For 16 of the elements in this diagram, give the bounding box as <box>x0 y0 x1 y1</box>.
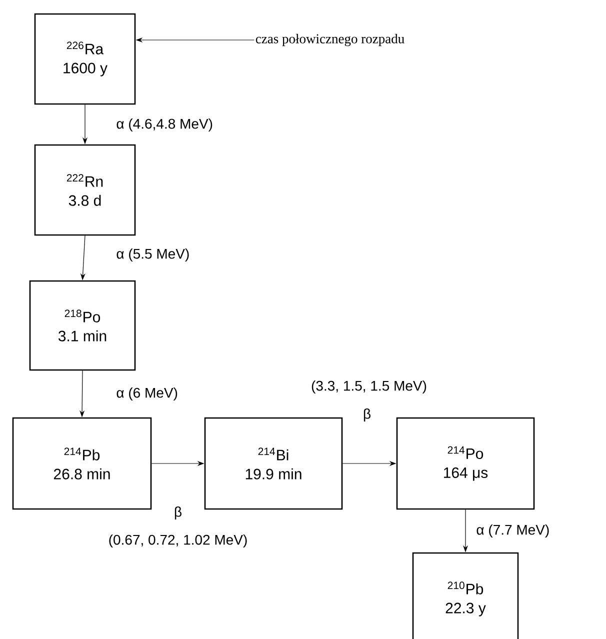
energy-label: (3.3, 1.5, 1.5 MeV) <box>312 380 426 394</box>
decay-label: β <box>364 408 370 422</box>
energy-label: (0.67, 0.72, 1.02 MeV) <box>109 534 247 548</box>
nuclide-box: $^{222}$Rn 3.8 d <box>34 144 136 236</box>
nuclide-box: $^{214}$Pb 26.8 min <box>12 417 152 510</box>
decay-label: α (6 MeV) <box>116 387 178 401</box>
nuclide-box: $^{214}$Po 164 μs <box>396 417 535 510</box>
nuclide-box: $^{218}$Po 3.1 min <box>29 280 136 371</box>
nuclide-box: $^{214}$Bi 19.9 min <box>204 417 343 510</box>
decay-label: α (4.6,4.8 MeV) <box>116 118 212 132</box>
decay-label: α (5.5 MeV) <box>116 248 189 262</box>
nuclide-box: $^{210}$Pb 22.3 y <box>412 552 519 639</box>
decay-label: α (7.7 MeV) <box>476 524 549 538</box>
decay-label: β <box>174 506 182 520</box>
nuclide-box: $^{226}$Ra 1600 y <box>34 13 136 105</box>
annotation-text: czas połowicznego rozpadu <box>256 34 404 46</box>
